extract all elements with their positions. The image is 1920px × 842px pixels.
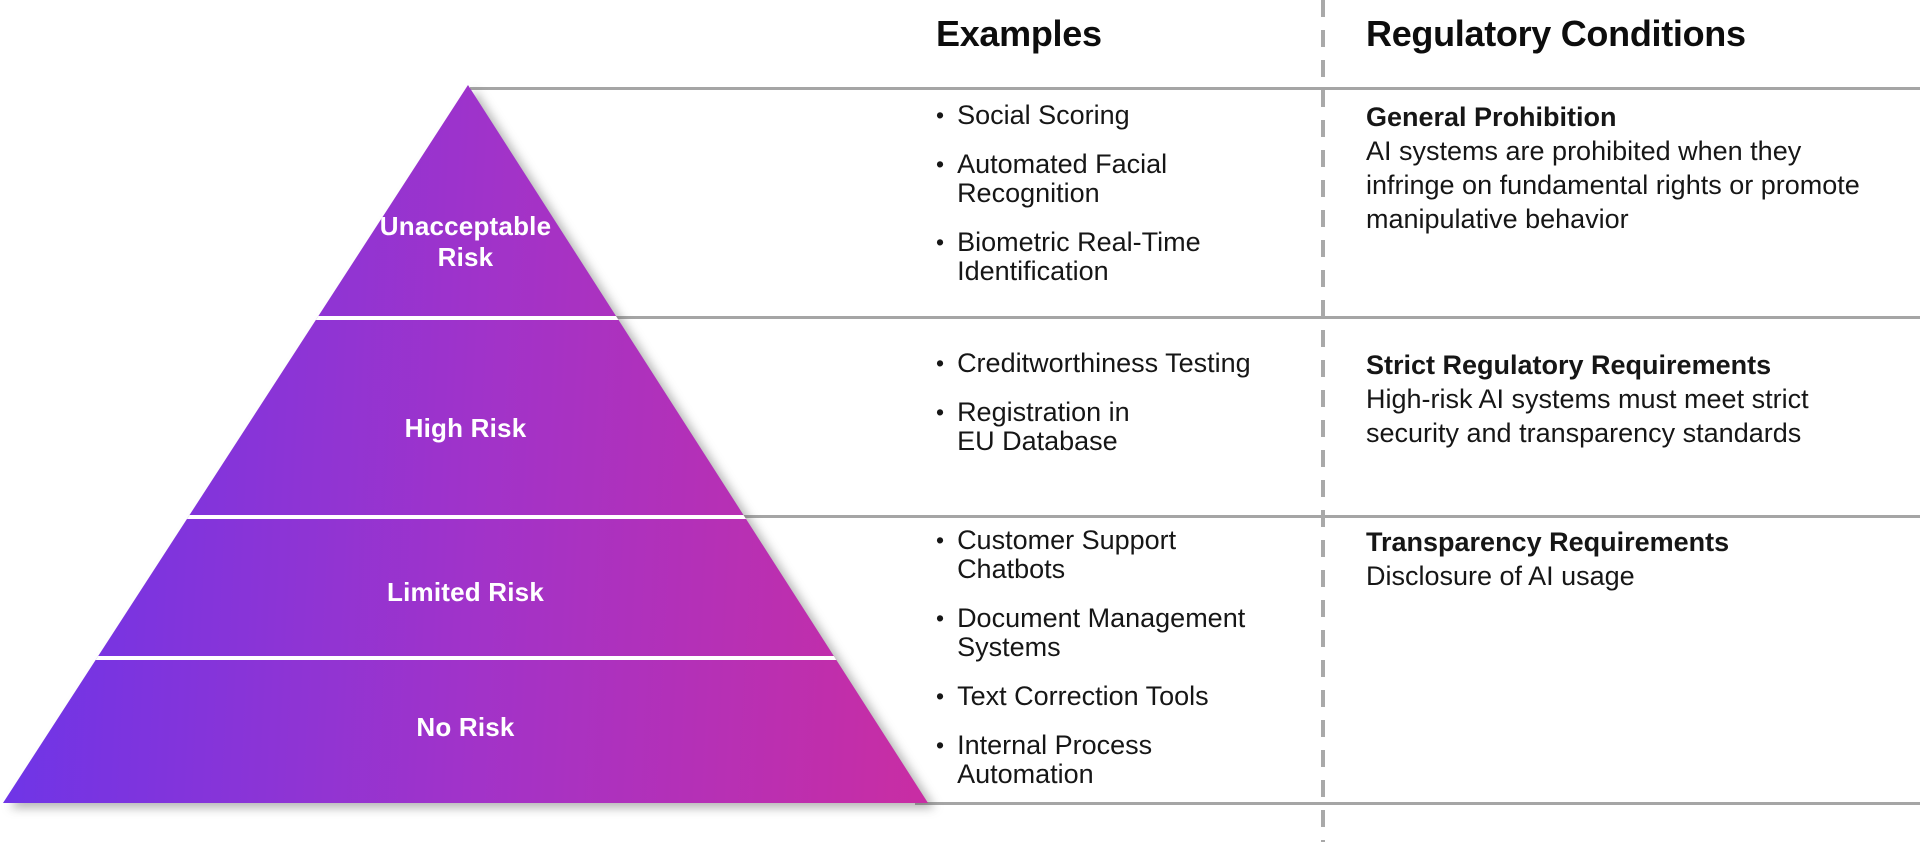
example-text: Creditworthiness Testing bbox=[957, 348, 1251, 378]
regulatory-body: AI systems are prohibited when they infr… bbox=[1366, 136, 1860, 234]
regulatory-title: Transparency Requirements bbox=[1366, 527, 1730, 557]
level-label-high-risk: High Risk bbox=[404, 413, 527, 443]
example-text: Biometric Real-Time Identification bbox=[957, 227, 1201, 286]
list-item: • Registration in EU Database bbox=[936, 398, 1321, 456]
examples-unacceptable-risk: • Social Scoring • Automated Facial Reco… bbox=[936, 101, 1321, 306]
list-item: • Text Correction Tools bbox=[936, 682, 1321, 711]
list-item: • Biometric Real-Time Identification bbox=[936, 228, 1321, 286]
pyramid-shape: Unacceptable Risk High Risk Limited Risk… bbox=[3, 85, 928, 803]
example-text: Customer Support Chatbots bbox=[957, 525, 1177, 584]
bullet-icon: • bbox=[936, 732, 945, 758]
example-text: Text Correction Tools bbox=[957, 681, 1209, 711]
bullet-icon: • bbox=[936, 605, 945, 631]
row-divider-2 bbox=[700, 515, 1920, 518]
example-text: Automated Facial Recognition bbox=[957, 149, 1168, 208]
bullet-icon: • bbox=[936, 151, 945, 177]
bullet-icon: • bbox=[936, 683, 945, 709]
column-divider-dashed bbox=[1321, 0, 1325, 842]
bullet-icon: • bbox=[936, 229, 945, 255]
bullet-icon: • bbox=[936, 527, 945, 553]
list-item: • Document Management Systems bbox=[936, 604, 1321, 662]
example-text: Social Scoring bbox=[957, 100, 1130, 130]
examples-high-risk: • Creditworthiness Testing • Registratio… bbox=[936, 349, 1321, 476]
row-divider-bottom bbox=[915, 802, 1920, 805]
example-text: Internal Process Automation bbox=[957, 730, 1153, 789]
bullet-icon: • bbox=[936, 350, 945, 376]
list-item: • Social Scoring bbox=[936, 101, 1321, 130]
row-divider-1 bbox=[580, 316, 1920, 319]
bullet-icon: • bbox=[936, 102, 945, 128]
risk-pyramid: Unacceptable Risk High Risk Limited Risk… bbox=[3, 85, 928, 803]
examples-column-header: Examples bbox=[936, 13, 1102, 54]
row-divider-top bbox=[470, 87, 1920, 90]
regulatory-title: Strict Regulatory Requirements bbox=[1366, 350, 1772, 380]
bullet-icon: • bbox=[936, 399, 945, 425]
list-item: • Creditworthiness Testing bbox=[936, 349, 1321, 378]
regulatory-high-risk: Strict Regulatory Requirements High-risk… bbox=[1366, 348, 1871, 450]
regulatory-limited-risk: Transparency Requirements Disclosure of … bbox=[1366, 525, 1871, 593]
example-text: Document Management Systems bbox=[957, 603, 1246, 662]
regulatory-column-header: Regulatory Conditions bbox=[1366, 13, 1746, 54]
list-item: • Internal Process Automation bbox=[936, 731, 1321, 789]
regulatory-unacceptable-risk: General Prohibition AI systems are prohi… bbox=[1366, 100, 1871, 236]
pyramid-separator-1 bbox=[3, 316, 928, 320]
regulatory-body: Disclosure of AI usage bbox=[1366, 561, 1635, 591]
level-label-no-risk: No Risk bbox=[416, 712, 515, 742]
regulatory-title: General Prohibition bbox=[1366, 102, 1617, 132]
level-label-limited-risk: Limited Risk bbox=[387, 577, 544, 607]
pyramid-separator-3 bbox=[3, 656, 928, 660]
examples-limited-no-risk: • Customer Support Chatbots • Document M… bbox=[936, 526, 1321, 809]
example-text: Registration in EU Database bbox=[957, 397, 1130, 456]
list-item: • Automated Facial Recognition bbox=[936, 150, 1321, 208]
level-label-unacceptable-risk: Unacceptable Risk bbox=[379, 211, 552, 272]
regulatory-body: High-risk AI systems must meet strict se… bbox=[1366, 384, 1809, 448]
list-item: • Customer Support Chatbots bbox=[936, 526, 1321, 584]
pyramid-separator-2 bbox=[3, 515, 928, 519]
